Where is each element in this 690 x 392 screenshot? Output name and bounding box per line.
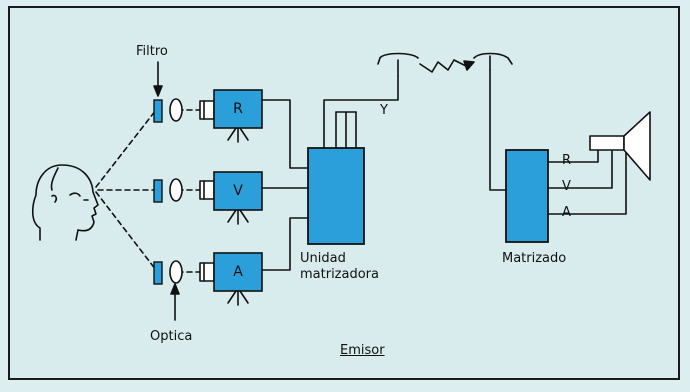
sight-lines xyxy=(95,109,201,273)
camera-a-label: A xyxy=(233,264,243,280)
camera-legs xyxy=(227,127,249,306)
optics-label: Optica xyxy=(150,329,193,344)
viewer-head-icon xyxy=(31,164,99,241)
output-v-label: V xyxy=(562,179,571,194)
filter-r-icon xyxy=(153,99,163,123)
camera-a xyxy=(213,252,263,292)
out-wire-v xyxy=(547,145,613,189)
camera-r-label: R xyxy=(233,101,243,117)
lens-r-icon xyxy=(169,98,183,122)
lens-a-icon xyxy=(169,260,183,284)
camera-v-label: V xyxy=(233,183,243,199)
wire-r xyxy=(261,99,309,169)
matrix-unit-block xyxy=(307,147,365,245)
unit-label-line2: matrizadora xyxy=(300,267,379,282)
camera-r xyxy=(213,89,263,129)
radio-wave-icon xyxy=(419,59,467,73)
matrixer-block xyxy=(505,149,549,243)
filter-label: Filtro xyxy=(136,44,168,59)
y-signal-label: Y xyxy=(380,103,388,118)
transmit-antenna-icon xyxy=(377,52,419,77)
matrixer-label: Matrizado xyxy=(502,251,567,266)
output-a-label: A xyxy=(562,205,571,220)
picture-tube-icon xyxy=(589,111,651,181)
wire-receive xyxy=(489,69,507,191)
filter-v-icon xyxy=(153,179,163,203)
receive-antenna-icon xyxy=(473,52,513,71)
wire-y xyxy=(323,75,399,149)
filter-a-icon xyxy=(153,261,163,285)
lens-v-icon xyxy=(169,178,183,202)
out-wire-r xyxy=(547,145,599,163)
unit-label-line1: Unidad xyxy=(300,251,346,266)
wire-a xyxy=(261,217,309,271)
output-r-label: R xyxy=(562,153,572,168)
camera-v xyxy=(213,171,263,211)
out-wire-a xyxy=(547,145,627,215)
caption: Emisor xyxy=(340,343,385,358)
